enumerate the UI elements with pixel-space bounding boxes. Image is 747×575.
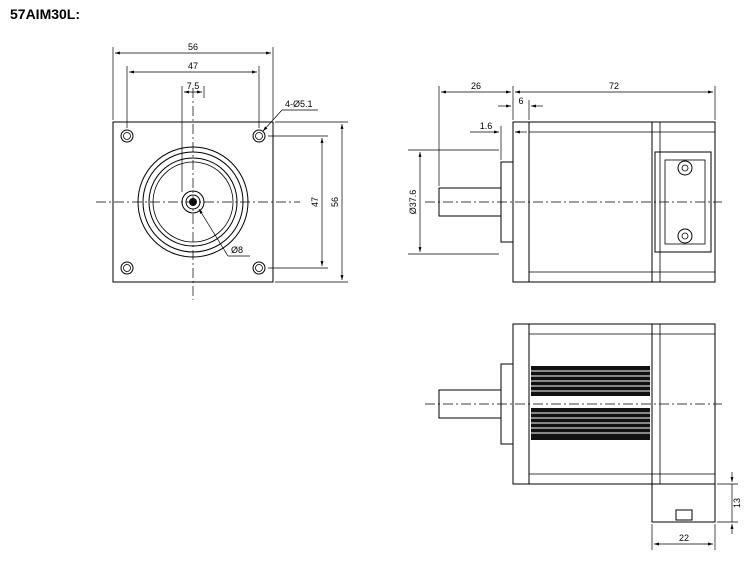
dim-shaft-length-26: 26 <box>471 81 481 91</box>
dim-boss-1-6: 1.6 <box>480 121 493 131</box>
cooling-fins <box>531 366 650 440</box>
connector-screw-top <box>677 160 693 176</box>
connector-bottom <box>651 483 716 523</box>
dim-pilot-d37-6: Ø37.6 <box>408 190 418 215</box>
dim-height-56: 56 <box>330 197 340 207</box>
connector-screw-bottom <box>677 228 693 244</box>
dim-body-length-72: 72 <box>609 81 619 91</box>
mounting-holes <box>120 129 266 275</box>
dim-connector-width-22: 22 <box>679 533 689 543</box>
dim-holes-4-d5-1: 4-Ø5.1 <box>285 99 313 109</box>
page-title: 57AIM30L: <box>10 6 81 22</box>
side-view: 26 72 6 1.6 Ø37.6 <box>408 81 722 283</box>
dim-connector-height-13: 13 <box>732 498 742 508</box>
dim-flange-6: 6 <box>518 96 523 106</box>
dim-width-56: 56 <box>188 42 198 52</box>
dim-shaft-offset-7-5: 7.5 <box>187 81 200 91</box>
front-view: 56 47 7.5 4-Ø5.1 Ø8 47 56 <box>96 42 348 300</box>
dim-hole-spacing-v-47: 47 <box>310 197 320 207</box>
dim-hole-spacing-h-47: 47 <box>188 61 198 71</box>
bottom-view: 13 22 <box>425 323 742 550</box>
dim-shaft-d8: Ø8 <box>231 245 243 255</box>
